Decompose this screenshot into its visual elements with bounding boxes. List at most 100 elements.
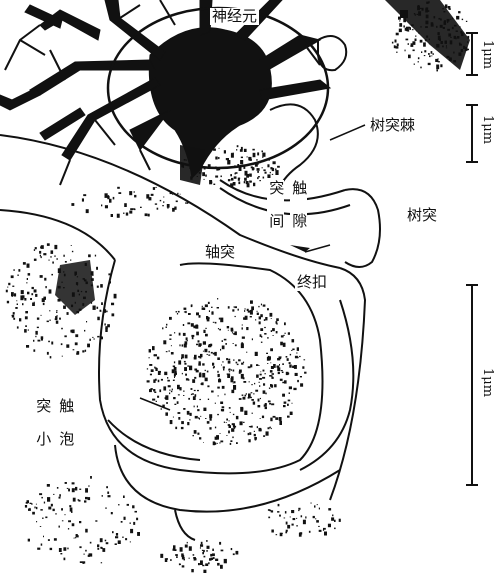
stipple-dot	[241, 147, 243, 150]
stipple-dot	[85, 350, 86, 352]
stipple-dot	[222, 386, 225, 389]
stipple-dot	[64, 335, 66, 337]
stipple-dot	[32, 512, 35, 515]
stipple-dot	[191, 304, 193, 306]
stipple-dot	[74, 538, 75, 539]
stipple-dot	[97, 286, 99, 288]
stipple-dot	[233, 359, 234, 361]
stipple-dot	[61, 328, 63, 330]
stipple-dot	[187, 322, 190, 324]
stipple-dot	[275, 169, 276, 171]
stipple-dot	[173, 545, 176, 549]
stipple-dot	[205, 334, 208, 337]
stipple-dot	[147, 368, 148, 369]
stipple-dot	[231, 378, 234, 382]
stipple-dot	[194, 355, 197, 359]
stipple-dot	[157, 357, 159, 360]
stipple-dot	[189, 546, 192, 551]
stipple-dot	[233, 307, 235, 308]
stipple-dot	[28, 509, 31, 511]
stipple-dot	[85, 488, 88, 492]
stipple-dot	[7, 287, 8, 288]
stipple-dot	[168, 385, 171, 387]
stipple-dot	[200, 357, 202, 359]
stipple-dot	[169, 390, 170, 391]
stipple-dot	[265, 393, 266, 395]
stipple-dot	[265, 172, 267, 174]
stipple-dot	[72, 251, 73, 252]
stipple-dot	[261, 336, 262, 338]
stipple-dot	[244, 411, 247, 415]
stipple-dot	[217, 307, 219, 309]
stipple-dot	[215, 403, 216, 404]
stipple-dot	[200, 547, 201, 548]
stipple-dot	[130, 541, 131, 542]
stipple-dot	[339, 519, 341, 522]
stipple-dot	[263, 435, 265, 437]
stipple-dot	[63, 255, 64, 257]
stipple-dot	[283, 394, 285, 396]
stipple-dot	[257, 313, 259, 315]
stipple-dot	[223, 369, 224, 371]
stipple-dot	[134, 191, 135, 192]
label-synaptic-vesicle-b: 触 泡	[57, 398, 74, 446]
stipple-dot	[299, 532, 302, 534]
stipple-dot	[191, 323, 194, 327]
stipple-dot	[196, 344, 198, 346]
stipple-dot	[232, 332, 233, 333]
stipple-dot	[242, 327, 243, 329]
stipple-dot	[59, 494, 61, 496]
stipple-dot	[265, 407, 267, 409]
stipple-dot	[40, 526, 41, 527]
stipple-dot	[36, 504, 37, 505]
stipple-dot	[286, 356, 288, 358]
stipple-dot	[172, 389, 173, 391]
stipple-dot	[271, 318, 272, 319]
stipple-dot	[257, 177, 259, 179]
stipple-dot	[209, 414, 212, 418]
stipple-dot	[182, 565, 185, 567]
stipple-dot	[90, 476, 92, 479]
stipple-dot	[234, 427, 235, 429]
stipple-dot	[265, 317, 267, 320]
stipple-dot	[253, 402, 255, 405]
stipple-dot	[184, 559, 186, 560]
stipple-dot	[233, 553, 235, 555]
stipple-dot	[290, 517, 291, 518]
stipple-dot	[16, 300, 17, 301]
stipple-dot	[188, 379, 190, 381]
stipple-dot	[462, 19, 463, 20]
stipple-dot	[259, 180, 261, 181]
stipple-dot	[65, 261, 67, 263]
stipple-dot	[210, 554, 212, 557]
stipple-dot	[136, 518, 138, 521]
stipple-dot	[180, 564, 181, 565]
stipple-dot	[276, 331, 278, 333]
stipple-dot	[215, 157, 217, 160]
stipple-dot	[229, 407, 231, 409]
stipple-dot	[237, 364, 239, 365]
stipple-dot	[292, 366, 295, 368]
stipple-dot	[44, 278, 46, 281]
stipple-dot	[299, 356, 301, 357]
stipple-dot	[130, 208, 133, 210]
scale-label-1: 1μm	[480, 40, 495, 69]
stipple-dot	[211, 352, 213, 354]
stipple-dot	[292, 349, 294, 351]
stipple-dot	[247, 156, 248, 157]
stipple-dot	[147, 380, 150, 382]
stipple-dot	[101, 562, 102, 563]
stipple-dot	[54, 538, 57, 541]
stipple-dot	[92, 337, 93, 338]
stipple-dot	[84, 554, 85, 555]
stipple-dot	[182, 344, 184, 346]
stipple-dot	[102, 548, 105, 552]
stipple-dot	[8, 283, 10, 285]
stipple-dot	[177, 401, 179, 404]
stipple-dot	[197, 433, 199, 435]
stipple-dot	[267, 308, 269, 310]
stipple-dot	[159, 389, 161, 392]
stipple-dot	[191, 335, 194, 337]
